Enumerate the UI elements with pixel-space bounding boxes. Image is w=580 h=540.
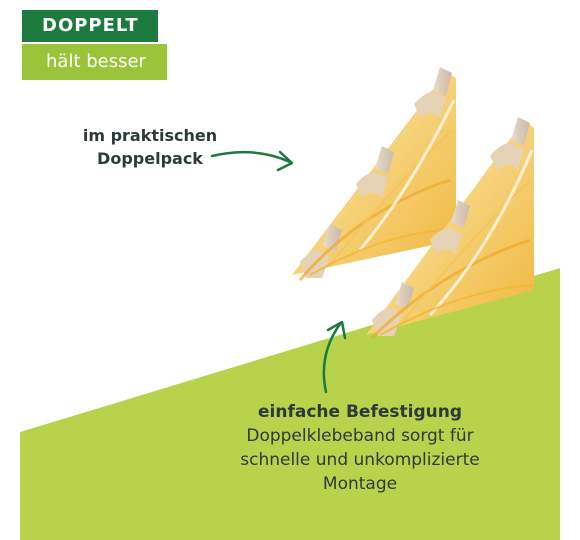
callout-pack-line1: im praktischen [82, 126, 218, 145]
callout-mount-line2: schnelle und unkomplizierte [240, 450, 480, 470]
corner-protector-front [366, 117, 534, 340]
badge-title: DOPPELT [22, 10, 158, 42]
curved-arrow-right-icon [210, 150, 294, 172]
callout-pack-line2: Doppelpack [97, 149, 203, 168]
green-slope [20, 268, 560, 540]
corner-protector-back [292, 67, 456, 281]
curved-arrow-up-icon [322, 320, 347, 394]
badge-subtitle: hält besser [22, 44, 167, 80]
callout-mount-line1: Doppelklebeband sorgt für [246, 426, 474, 446]
callout-mount: einfache Befestigung Doppelklebeband sor… [200, 400, 520, 496]
callout-mount-line3: Montage [322, 474, 398, 494]
callout-pack: im praktischen Doppelpack [70, 124, 230, 170]
callout-mount-title: einfache Befestigung [258, 402, 462, 422]
